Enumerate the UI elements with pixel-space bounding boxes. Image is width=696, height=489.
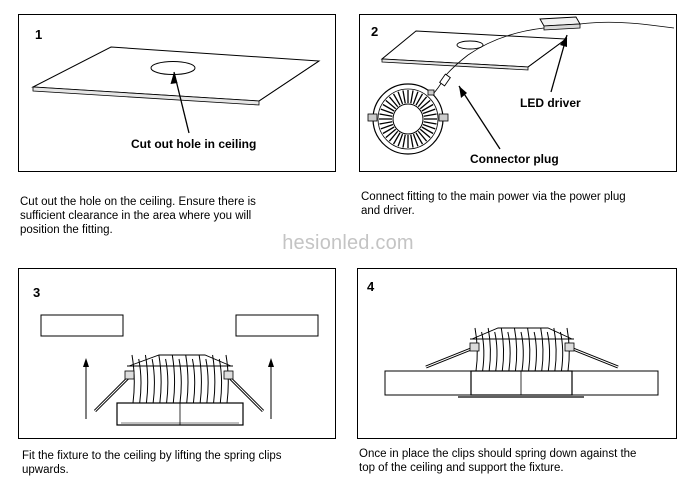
step-1-caption-line: position the fitting. — [20, 224, 113, 236]
ceiling-board-edge — [32, 86, 260, 106]
step-2-caption-line: and driver. — [361, 205, 415, 217]
ceiling-piece-right — [235, 314, 319, 337]
callout-led-driver: LED driver — [520, 96, 581, 110]
ceiling-piece-left — [40, 314, 124, 337]
step-4-caption-line: Once in place the clips should spring do… — [359, 448, 637, 460]
step-2-caption: Connect fitting to the main power via th… — [361, 190, 681, 218]
step-3-illustration — [40, 314, 319, 426]
step-1-illustration — [31, 46, 321, 134]
ceiling-piece-right — [571, 370, 659, 396]
ceiling-hole — [150, 61, 196, 75]
callout-cut-out-hole: Cut out hole in ceiling — [131, 137, 257, 151]
step-3-caption: Fit the fixture to the ceiling by liftin… — [22, 449, 342, 477]
fixture-trim — [470, 370, 573, 396]
step-2-illustration — [367, 16, 675, 155]
step-1-panel: 1 Cut out hole in ceiling — [18, 14, 336, 172]
driver-cable — [579, 21, 675, 29]
step-4-caption: Once in place the clips should spring do… — [359, 447, 689, 475]
step-3-caption-line: upwards. — [22, 464, 69, 476]
step-1-caption-line: sufficient clearance in the area where y… — [20, 210, 252, 222]
step-1-caption-line: Cut out the hole on the ceiling. Ensure … — [20, 196, 256, 208]
connector-plug-arrow — [458, 85, 501, 150]
downlight-fixture — [93, 354, 265, 426]
step-4-caption-line: top of the ceiling and support the fixtu… — [359, 462, 564, 474]
step-4-number: 4 — [367, 279, 375, 294]
step-2-number: 2 — [371, 24, 379, 39]
ceiling-hole — [456, 40, 484, 50]
step-3-caption-line: Fit the fixture to the ceiling by liftin… — [22, 450, 282, 462]
step-2-panel: 2 LED driver Connector plu — [359, 14, 677, 172]
connector-plug — [439, 73, 451, 87]
step-4-panel: 4 — [357, 268, 677, 439]
ceiling-board-edge — [381, 58, 529, 71]
step-4-illustration — [384, 327, 659, 398]
step-2-caption-line: Connect fitting to the main power via th… — [361, 191, 626, 203]
step-3-panel: 3 — [18, 268, 336, 439]
round-fitting — [367, 83, 449, 155]
downlight-fixture — [425, 327, 619, 372]
callout-connector-plug: Connector plug — [470, 152, 559, 166]
step-3-number: 3 — [33, 285, 41, 300]
step-1-caption: Cut out the hole on the ceiling. Ensure … — [20, 195, 340, 237]
watermark: hesionled.com — [282, 232, 414, 254]
step-1-number: 1 — [35, 27, 43, 42]
ceiling-piece-left — [384, 370, 472, 396]
